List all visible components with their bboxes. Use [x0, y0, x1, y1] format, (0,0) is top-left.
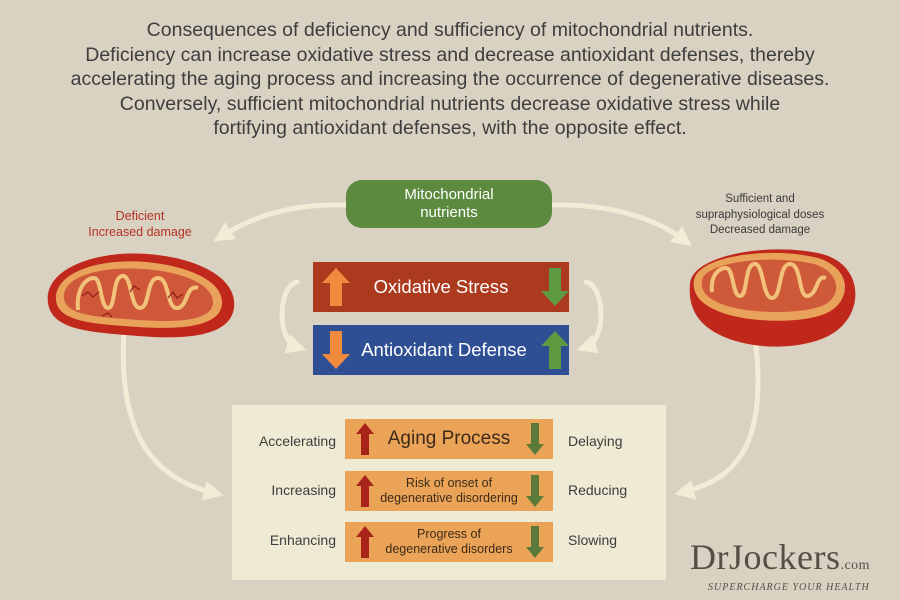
mitochondrial-nutrients-node: Mitochondrial nutrients: [346, 180, 552, 228]
caption-line: Deficiency can increase oxidative stress…: [85, 43, 815, 66]
effect-label: degenerative disorders: [385, 542, 513, 556]
effect-label: Progress of: [417, 527, 481, 541]
arrow-up-icon: [356, 475, 374, 507]
effect-right-label: Delaying: [568, 433, 623, 449]
arrow-up-icon: [356, 423, 374, 455]
sufficient-label: Sufficient and supraphysiological doses …: [670, 192, 850, 239]
loop-left: [279, 279, 307, 354]
arrow-down-icon: [526, 423, 544, 455]
effect-label: Aging Process: [387, 428, 511, 449]
label-line: Decreased damage: [709, 224, 811, 236]
arrow-up-icon: [322, 268, 350, 306]
effect-left-label: Increasing: [271, 482, 336, 498]
caption-line: accelerating the aging process and incre…: [70, 68, 830, 90]
node-label: Mitochondrial: [404, 186, 494, 203]
arrow-sufficient-to-effects: [674, 342, 761, 500]
arrow-up-icon: [541, 331, 569, 369]
deficient-label: Deficient Increased damage: [70, 208, 210, 240]
oxidative-stress-label: Oxidative Stress: [373, 276, 509, 297]
progress-box: Progress of degenerative disorders: [345, 522, 553, 562]
risk-of-onset-box: Risk of onset of degenerative disorderin…: [345, 471, 553, 511]
arrow-down-icon: [526, 526, 544, 558]
antioxidant-defense-bar: Antioxidant Defense: [313, 325, 569, 375]
effect-left-label: Accelerating: [258, 433, 336, 449]
arrow-up-icon: [356, 526, 374, 558]
arrow-down-icon: [322, 331, 350, 369]
arrow-down-icon: [526, 475, 544, 507]
brand-name: DrJockers: [690, 537, 841, 577]
label-line: Increased damage: [88, 225, 192, 239]
effect-left-label: Enhancing: [269, 532, 336, 548]
brand-tagline: SUPERCHARGE YOUR HEALTH: [708, 582, 870, 593]
caption: Consequences of deficiency and sufficien…: [40, 18, 860, 141]
caption-line: Conversely, sufficient mitochondrial nut…: [119, 92, 781, 115]
label-line: supraphysiological doses: [695, 208, 825, 221]
label-line: Sufficient and: [725, 193, 795, 205]
effect-right-label: Reducing: [568, 482, 628, 498]
arrow-deficient-to-effects: [120, 329, 224, 501]
antioxidant-defense-label: Antioxidant Defense: [361, 339, 527, 360]
damaged-mitochondrion-icon: [47, 253, 235, 338]
arrow-to-sufficient: [549, 202, 692, 247]
effect-right-label: Slowing: [568, 532, 618, 548]
caption-line: fortifying antioxidant defenses, with th…: [213, 117, 687, 139]
healthy-mitochondrion-icon: [689, 249, 856, 347]
brand-logo: DrJockers.com SUPERCHARGE YOUR HEALTH: [690, 539, 890, 593]
caption-line: Consequences of deficiency and sufficien…: [146, 19, 754, 41]
loop-right: [576, 279, 604, 354]
effect-label: degenerative disordering: [380, 491, 518, 505]
brand-domain: .com: [840, 558, 871, 573]
arrow-down-icon: [541, 268, 569, 306]
label-line: Deficient: [115, 209, 165, 223]
effect-label: Risk of onset of: [405, 476, 493, 490]
node-label: nutrients: [420, 204, 478, 221]
arrow-to-deficient: [213, 202, 349, 242]
aging-process-box: Aging Process: [345, 419, 553, 459]
oxidative-stress-bar: Oxidative Stress: [313, 262, 569, 312]
